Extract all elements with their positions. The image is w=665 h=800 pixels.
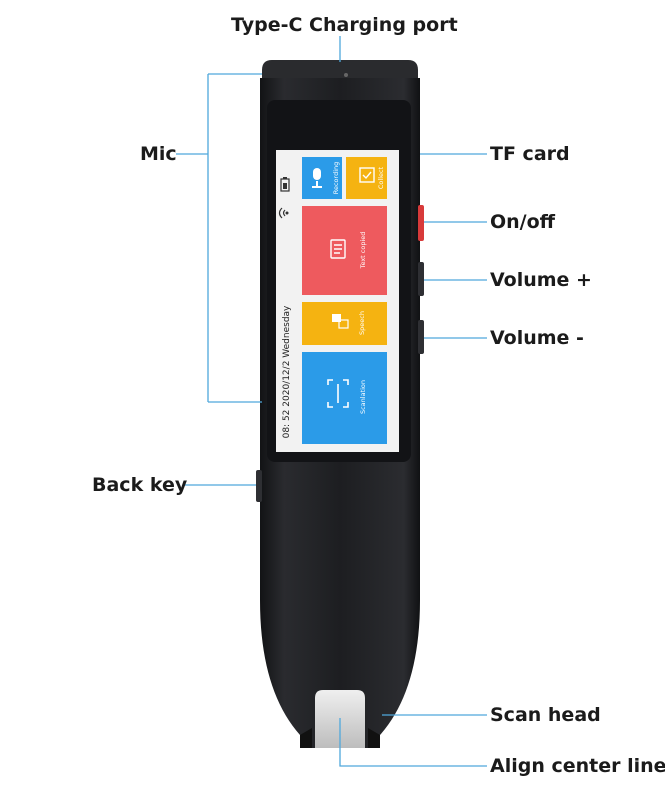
leader-mic	[176, 73, 262, 403]
document-icon	[330, 239, 346, 259]
leader-align-center-line	[339, 718, 487, 767]
label-charging-port: Type-C Charging port	[231, 14, 458, 36]
folder-icon	[359, 167, 375, 183]
label-on-off: On/off	[490, 211, 556, 233]
recording-tile	[302, 157, 342, 199]
label-align-center-line: Align center line	[490, 755, 665, 777]
label-scan-head: Scan head	[490, 704, 601, 726]
scanlation-tile	[302, 352, 387, 444]
microphone-icon	[312, 168, 322, 188]
label-volume-minus: Volume -	[490, 327, 584, 349]
power-button	[418, 205, 424, 241]
label-back-key: Back key	[92, 474, 188, 496]
battery-icon	[280, 177, 290, 192]
speech-tile	[302, 302, 387, 345]
label-mic: Mic	[140, 143, 177, 165]
label-volume-plus: Volume +	[490, 269, 592, 291]
mic-hole	[344, 73, 348, 77]
back-key-button	[256, 470, 262, 502]
scan-frame-icon	[327, 379, 349, 408]
top-cap	[262, 60, 418, 82]
label-tf-card: TF card	[490, 143, 570, 165]
volume-up-button	[418, 262, 424, 296]
wifi-icon	[278, 207, 289, 219]
speech-icon	[332, 314, 349, 329]
volume-down-button	[418, 320, 424, 354]
